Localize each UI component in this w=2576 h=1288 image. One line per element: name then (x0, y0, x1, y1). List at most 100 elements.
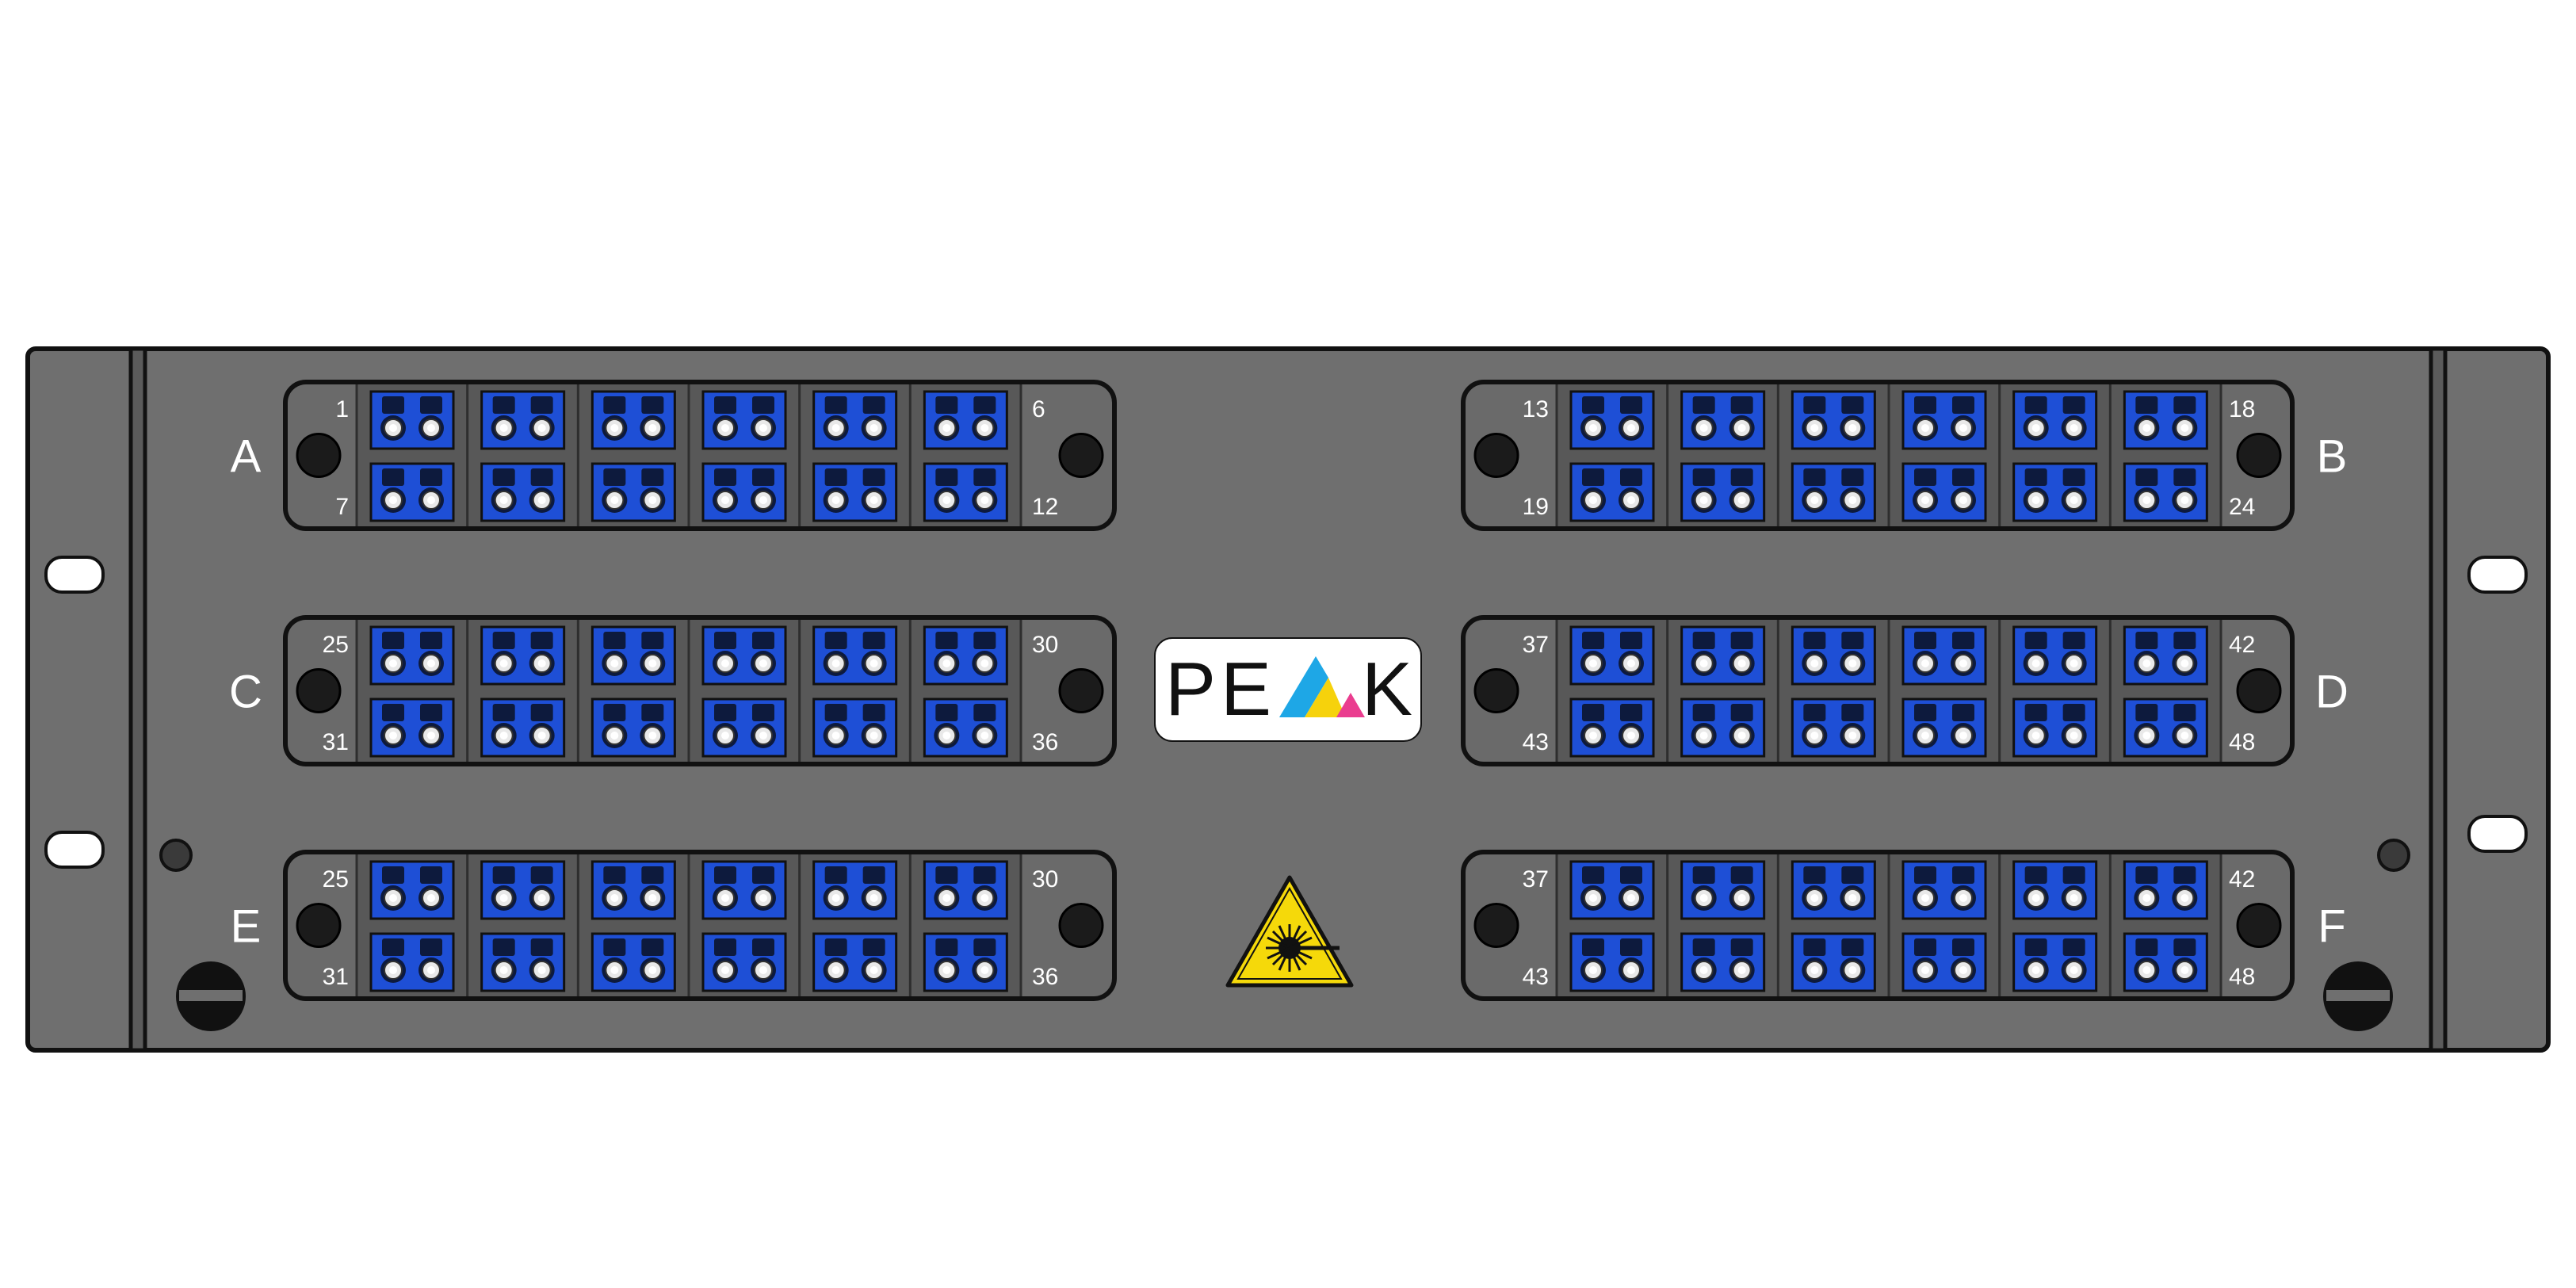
cassette-latch-right[interactable] (1058, 433, 1104, 478)
lc-duplex-adapter[interactable] (2012, 390, 2098, 450)
lc-duplex-adapter[interactable] (1901, 462, 1987, 522)
lc-duplex-adapter[interactable] (2123, 698, 2208, 758)
cassette-latch-right[interactable] (2236, 668, 2282, 713)
lc-duplex-adapter[interactable] (2123, 625, 2208, 686)
lc-duplex-adapter[interactable] (480, 390, 566, 450)
lc-duplex-adapter[interactable] (812, 390, 898, 450)
lc-duplex-adapter[interactable] (1680, 860, 1766, 920)
cassette-latch-right[interactable] (1058, 903, 1104, 948)
port-number-top-first: 25 (323, 866, 349, 892)
cassette-letter: F (2318, 901, 2345, 953)
cassette-latch-right[interactable] (2236, 903, 2282, 948)
lc-duplex-adapter[interactable] (480, 860, 566, 920)
lc-duplex-adapter[interactable] (480, 462, 566, 522)
lc-duplex-adapter[interactable] (923, 932, 1008, 992)
mounting-slot-left-top[interactable] (44, 556, 105, 594)
lc-duplex-adapter[interactable] (923, 860, 1008, 920)
lc-duplex-adapter[interactable] (590, 860, 676, 920)
lc-duplex-adapter[interactable] (2012, 932, 2098, 992)
cassette-latch-left[interactable] (296, 433, 342, 478)
cassette-latch-left[interactable] (296, 903, 342, 948)
lc-duplex-adapter[interactable] (701, 698, 787, 758)
lc-duplex-adapter[interactable] (369, 698, 455, 758)
port-number-bottom-last: 48 (2229, 729, 2255, 755)
lc-duplex-adapter[interactable] (369, 390, 455, 450)
lc-duplex-adapter[interactable] (701, 932, 787, 992)
lc-duplex-adapter[interactable] (1680, 932, 1766, 992)
lc-duplex-adapter[interactable] (2123, 932, 2208, 992)
lc-duplex-adapter[interactable] (2123, 860, 2208, 920)
lc-duplex-adapter[interactable] (2123, 390, 2208, 450)
lc-duplex-adapter[interactable] (812, 625, 898, 686)
lc-duplex-adapter[interactable] (701, 625, 787, 686)
logo-letter-e: E (1221, 647, 1271, 732)
lc-duplex-adapter[interactable] (1569, 462, 1655, 522)
lc-duplex-adapter[interactable] (2012, 625, 2098, 686)
lc-duplex-adapter[interactable] (1569, 390, 1655, 450)
cassette-latch-left[interactable] (1473, 903, 1519, 948)
lc-duplex-adapter[interactable] (1791, 625, 1876, 686)
lc-duplex-adapter[interactable] (1901, 860, 1987, 920)
lc-duplex-adapter[interactable] (701, 390, 787, 450)
lc-duplex-adapter[interactable] (812, 860, 898, 920)
lc-duplex-adapter[interactable] (1901, 698, 1987, 758)
lc-duplex-adapter[interactable] (369, 625, 455, 686)
lc-duplex-adapter[interactable] (2012, 462, 2098, 522)
mounting-slot-right-bottom[interactable] (2467, 815, 2528, 853)
lc-duplex-adapter[interactable] (1680, 390, 1766, 450)
lc-duplex-adapter[interactable] (812, 462, 898, 522)
cassette-latch-right[interactable] (2236, 433, 2282, 478)
lc-duplex-adapter[interactable] (1901, 932, 1987, 992)
lc-duplex-adapter[interactable] (480, 625, 566, 686)
lc-duplex-adapter[interactable] (1791, 390, 1876, 450)
lc-duplex-adapter[interactable] (480, 698, 566, 758)
lc-duplex-adapter[interactable] (701, 860, 787, 920)
lc-duplex-adapter[interactable] (590, 462, 676, 522)
lc-duplex-adapter[interactable] (369, 860, 455, 920)
lc-duplex-adapter[interactable] (1569, 932, 1655, 992)
lc-duplex-adapter[interactable] (1569, 698, 1655, 758)
lc-duplex-adapter[interactable] (1901, 390, 1987, 450)
mounting-slot-left-bottom[interactable] (44, 831, 105, 869)
lc-duplex-adapter[interactable] (369, 932, 455, 992)
lc-duplex-adapter[interactable] (1791, 462, 1876, 522)
lc-duplex-adapter[interactable] (1569, 625, 1655, 686)
lc-duplex-adapter[interactable] (590, 625, 676, 686)
port-number-top-first: 37 (1523, 866, 1549, 892)
lc-duplex-adapter[interactable] (1901, 625, 1987, 686)
port-number-top-last: 42 (2229, 632, 2255, 658)
lc-duplex-adapter[interactable] (1791, 860, 1876, 920)
lc-duplex-adapter[interactable] (2012, 860, 2098, 920)
lc-duplex-adapter[interactable] (2012, 698, 2098, 758)
lc-duplex-adapter[interactable] (1569, 860, 1655, 920)
lc-duplex-adapter[interactable] (1680, 462, 1766, 522)
cassette-latch-left[interactable] (296, 668, 342, 713)
lc-duplex-adapter[interactable] (2123, 462, 2208, 522)
port-number-bottom-last: 36 (1032, 729, 1058, 755)
lc-duplex-adapter[interactable] (923, 625, 1008, 686)
logo-letter-p: P (1165, 647, 1216, 732)
lc-duplex-adapter[interactable] (590, 932, 676, 992)
lc-duplex-adapter[interactable] (1791, 932, 1876, 992)
mounting-slot-right-top[interactable] (2467, 556, 2528, 594)
lc-duplex-adapter[interactable] (1680, 625, 1766, 686)
lc-duplex-adapter[interactable] (923, 698, 1008, 758)
lc-duplex-adapter[interactable] (1680, 698, 1766, 758)
cassette-latch-left[interactable] (1473, 668, 1519, 713)
cassette-latch-right[interactable] (1058, 668, 1104, 713)
lc-duplex-adapter[interactable] (923, 390, 1008, 450)
thumbscrew-left[interactable] (176, 961, 246, 1031)
lc-duplex-adapter[interactable] (812, 698, 898, 758)
lc-duplex-adapter[interactable] (590, 390, 676, 450)
thumbscrew-right[interactable] (2323, 961, 2393, 1031)
port-number-top-last: 30 (1032, 632, 1058, 658)
lc-duplex-adapter[interactable] (923, 462, 1008, 522)
lc-duplex-adapter[interactable] (590, 698, 676, 758)
lc-duplex-adapter[interactable] (480, 932, 566, 992)
lc-duplex-adapter[interactable] (701, 462, 787, 522)
lc-duplex-adapter[interactable] (812, 932, 898, 992)
peak-logo: P E K (1154, 637, 1422, 742)
lc-duplex-adapter[interactable] (369, 462, 455, 522)
cassette-latch-left[interactable] (1473, 433, 1519, 478)
lc-duplex-adapter[interactable] (1791, 698, 1876, 758)
